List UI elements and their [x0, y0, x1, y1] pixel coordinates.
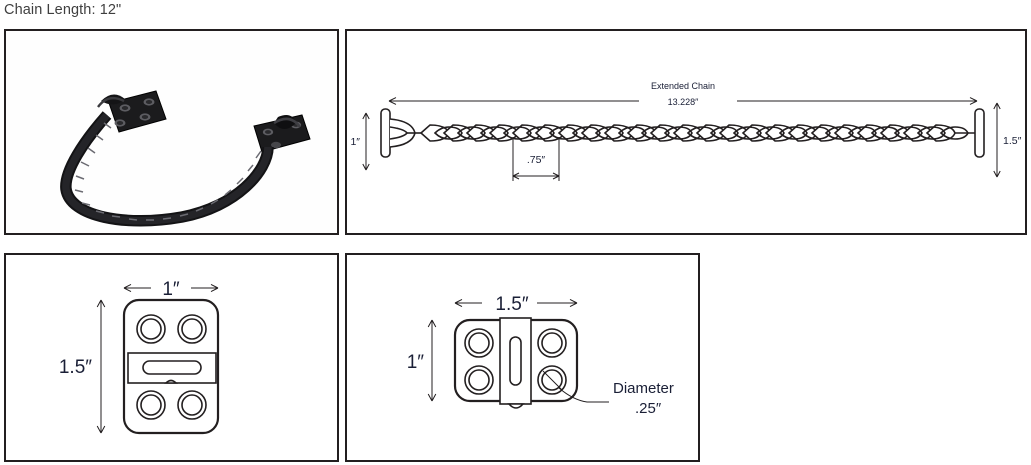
chain-link-width-dimension: .75″ — [512, 137, 560, 181]
extended-chain-panel: 1″ — [345, 29, 1027, 235]
extended-chain-length-label: 13.228″ — [668, 97, 700, 107]
chain-left-end-plate — [380, 108, 391, 158]
plate-a-width-label: 1″ — [162, 279, 180, 300]
chain-left-height-label: 1″ — [350, 136, 360, 148]
plate-a-body — [122, 298, 220, 435]
product-photo — [6, 31, 337, 233]
plate-b-height-dimension: 1″ — [407, 319, 437, 402]
product-photo-panel — [4, 29, 339, 235]
plate-b-body — [453, 317, 579, 409]
extended-chain-title: Extended Chain — [651, 81, 715, 91]
chain-right-height-dimension: 1.5″ — [993, 102, 1022, 178]
chain-links — [419, 124, 975, 142]
chain-right-height-label: 1.5″ — [1003, 135, 1022, 147]
plate-b-diameter-label-line1: Diameter — [613, 380, 674, 397]
plate-b-width-label: 1.5″ — [495, 294, 528, 315]
plate-b-hole-slash — [542, 370, 563, 391]
plate-b-drawing: 1.5″ 1″ — [407, 294, 674, 417]
plate-a-panel: 1″ 1.5″ — [4, 253, 339, 462]
plate-a-height-dimension: 1.5″ — [59, 299, 106, 434]
chain-left-height-dimension: 1″ — [350, 112, 370, 171]
photo-chain-assembly — [60, 90, 311, 227]
chain-overall-length-dimension: Extended Chain 13.228″ — [388, 81, 978, 107]
plate-b-height-label: 1″ — [407, 352, 425, 373]
plate-a-height-label: 1.5″ — [59, 357, 92, 378]
plate-b-panel: 1.5″ 1″ — [345, 253, 700, 462]
chain-left-anchor — [389, 118, 421, 148]
plate-a-width-dimension: 1″ — [123, 279, 219, 300]
page-title: Chain Length: 12" — [4, 2, 122, 18]
plate-b-width-dimension: 1.5″ — [454, 294, 578, 315]
extended-chain-drawing: 1″ — [350, 81, 1022, 181]
plate-b-diameter-label-line2: .25″ — [635, 400, 662, 417]
chain-right-end-plate — [974, 108, 985, 158]
chain-link-width-label: .75″ — [527, 154, 546, 166]
plate-a-drawing: 1″ 1.5″ — [59, 279, 220, 435]
plate-b-diameter-callout: Diameter .25″ — [558, 380, 674, 417]
